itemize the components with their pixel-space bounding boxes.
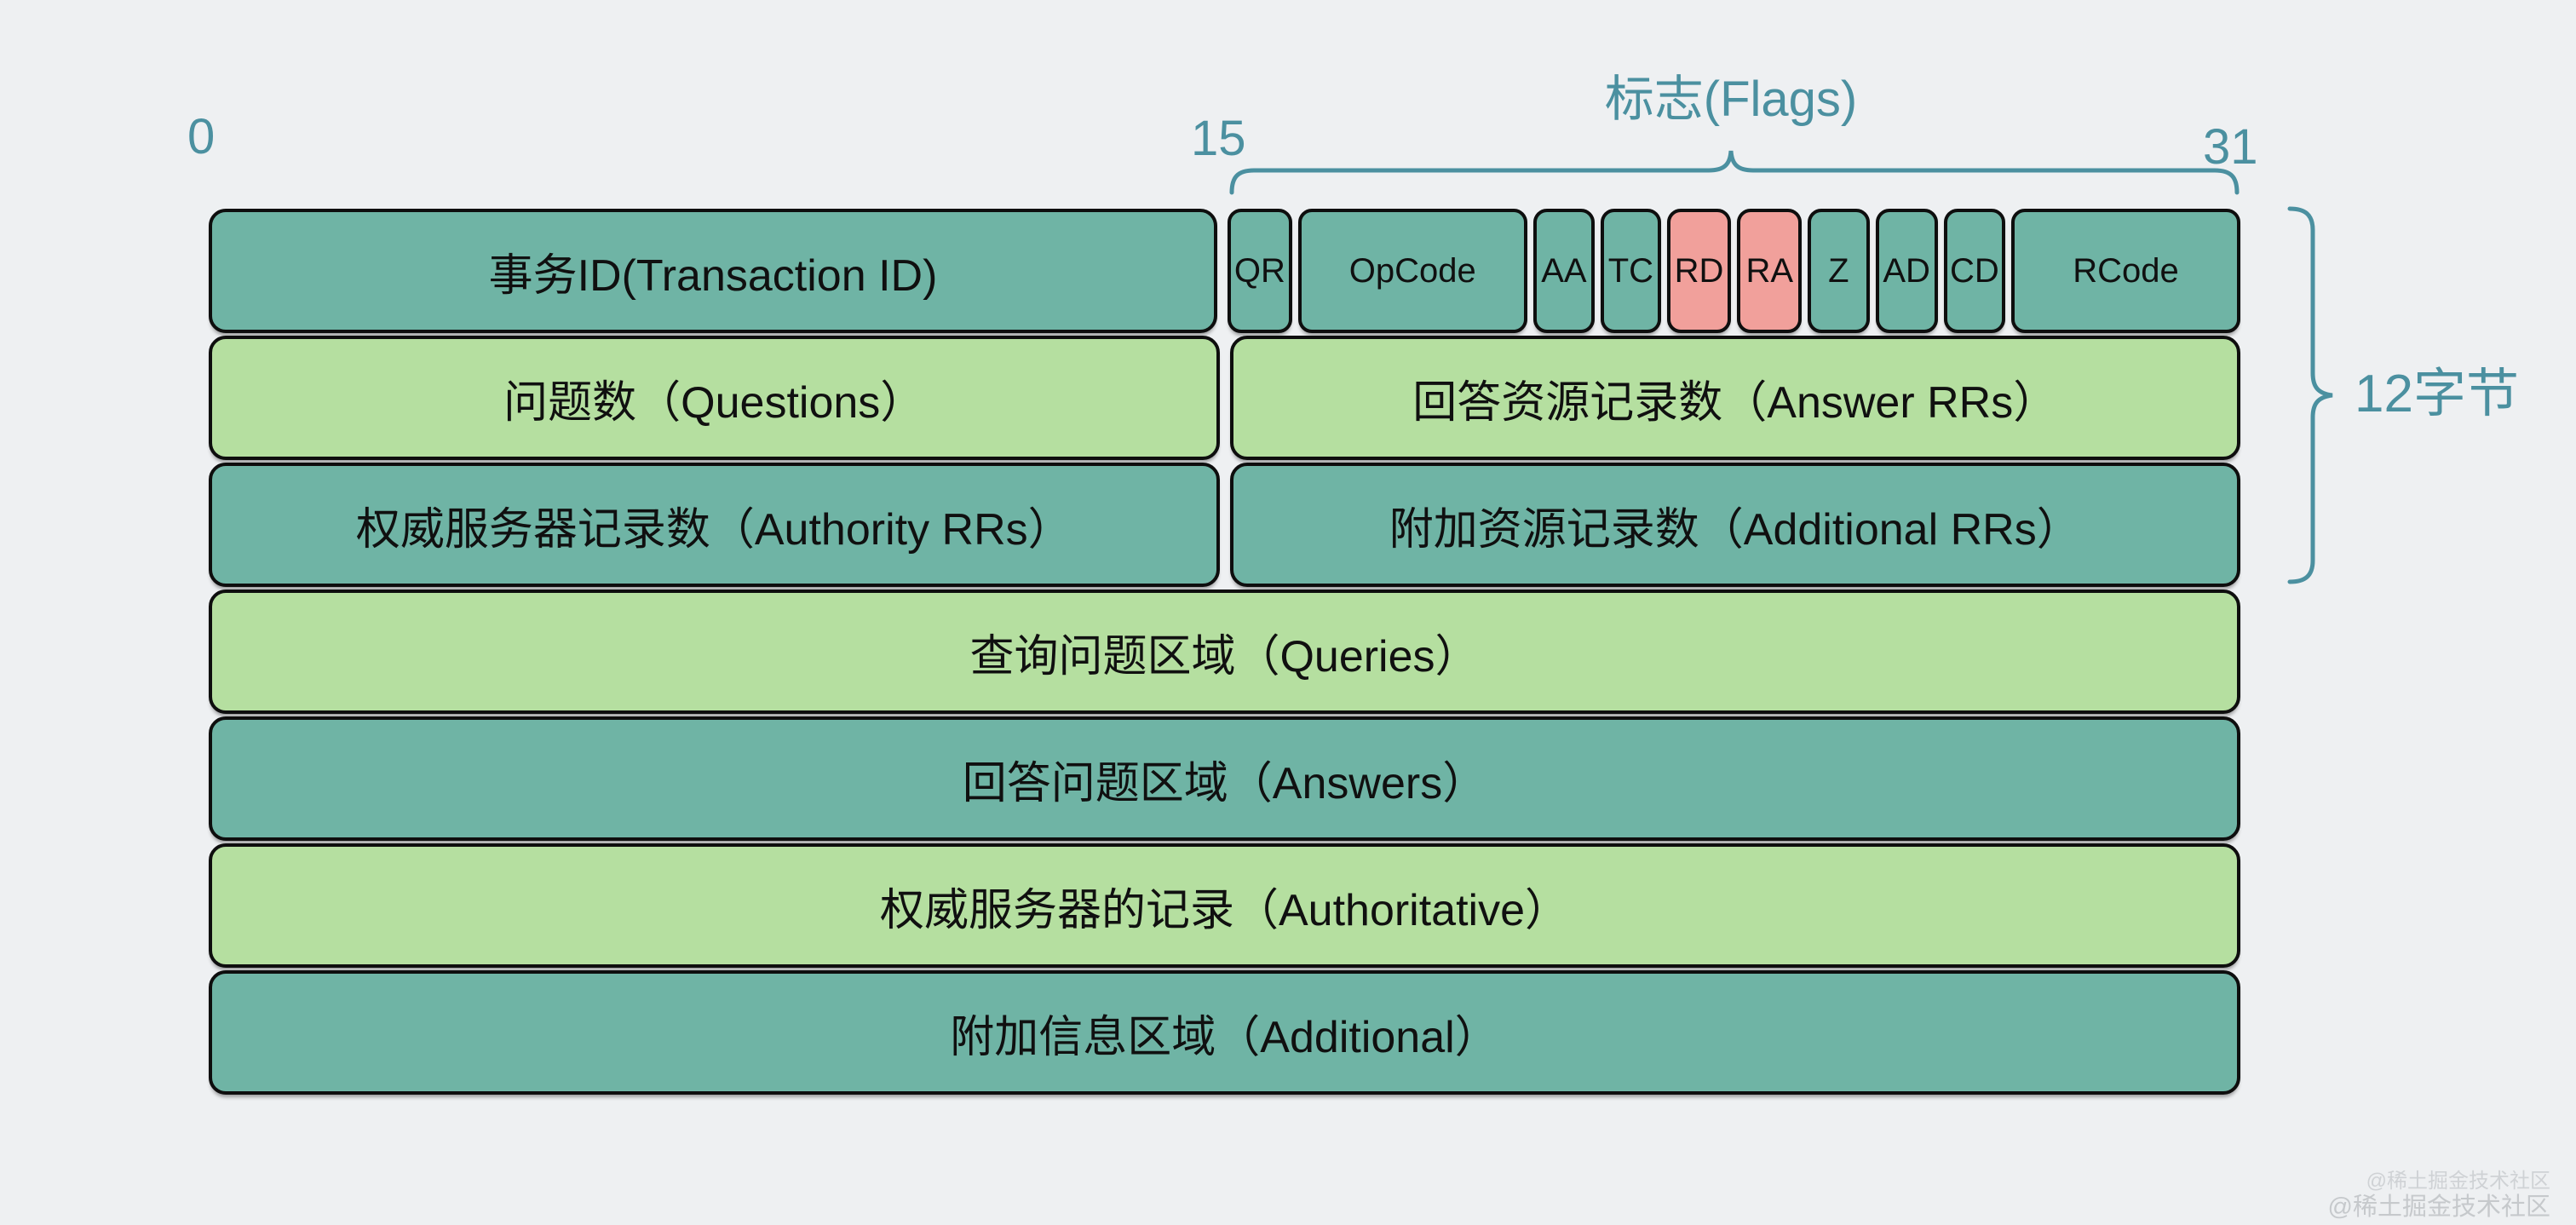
row-header-2: 问题数（Questions） 回答资源记录数（Answer RRs） — [209, 336, 2240, 460]
field-transaction-id: 事务ID(Transaction ID) — [209, 209, 1218, 333]
flag-qr: QR — [1228, 209, 1292, 333]
row-answers: 回答问题区域（Answers） — [209, 716, 2240, 841]
bit-label-0: 0 — [187, 109, 216, 164]
bit-label-31: 31 — [2203, 119, 2258, 175]
flag-aa: AA — [1532, 209, 1596, 333]
flag-label: RCode — [2073, 251, 2179, 290]
dns-structure-table: 事务ID(Transaction ID) QR OpCode AA TC RD … — [209, 209, 2240, 1095]
flag-label: RA — [1745, 251, 1794, 290]
flag-label: TC — [1607, 251, 1654, 290]
row-header-3: 权威服务器记录数（Authority RRs） 附加资源记录数（Addition… — [209, 463, 2240, 587]
twelve-bytes-brace — [2287, 206, 2333, 584]
field-answers-section: 回答问题区域（Answers） — [209, 716, 2240, 841]
field-label: 回答资源记录数（Answer RRs） — [1412, 377, 2058, 428]
twelve-bytes-label: 12字节 — [2355, 365, 2519, 423]
field-label: 回答问题区域（Answers） — [962, 758, 1487, 808]
field-answer-rrs: 回答资源记录数（Answer RRs） — [1229, 336, 2240, 460]
row-queries: 查询问题区域（Queries） — [209, 589, 2240, 714]
flag-label: CD — [1950, 251, 1999, 290]
field-label: 附加信息区域（Additional） — [950, 1012, 1499, 1062]
row-header-1: 事务ID(Transaction ID) QR OpCode AA TC RD … — [209, 209, 2240, 333]
flag-label: OpCode — [1348, 251, 1476, 290]
watermark-line-1: @稀土掘金技术社区 — [2366, 1170, 2550, 1193]
field-questions: 问题数（Questions） — [209, 336, 1220, 460]
flag-ad: AD — [1875, 209, 1938, 333]
flag-z: Z — [1808, 209, 1870, 333]
flag-rcode: RCode — [2011, 209, 2240, 333]
flags-title: 标志(Flags) — [1604, 72, 1858, 127]
flag-label: Z — [1828, 251, 1849, 290]
flag-label: AD — [1883, 251, 1930, 290]
field-label: 权威服务器的记录（Authoritative） — [879, 885, 1570, 935]
row-additional: 附加信息区域（Additional） — [209, 970, 2240, 1095]
field-authoritative-section: 权威服务器的记录（Authoritative） — [209, 843, 2240, 968]
watermark-line-2: @稀土掘金技术社区 — [2327, 1193, 2550, 1221]
bit-label-15: 15 — [1191, 111, 1246, 166]
flag-tc: TC — [1601, 209, 1661, 333]
flag-label: QR — [1233, 251, 1285, 290]
flag-cd: CD — [1943, 209, 2006, 333]
flags-group: QR OpCode AA TC RD RA Z AD CD RCode — [1228, 209, 2240, 333]
field-label: 查询问题区域（Queries） — [969, 631, 1480, 682]
flag-rd: RD — [1666, 209, 1732, 333]
field-queries-section: 查询问题区域（Queries） — [209, 589, 2240, 714]
field-label: 问题数（Questions） — [503, 377, 925, 428]
row-authoritative: 权威服务器的记录（Authoritative） — [209, 843, 2240, 968]
watermark: @稀土掘金技术社区 @稀土掘金技术社区 — [2328, 1171, 2550, 1220]
flag-label: AA — [1541, 251, 1587, 290]
field-additional-section: 附加信息区域（Additional） — [209, 970, 2240, 1095]
field-additional-rrs: 附加资源记录数（Additional RRs） — [1229, 463, 2240, 587]
field-label: 附加资源记录数（Additional RRs） — [1389, 504, 2081, 555]
flags-top-brace — [1229, 150, 2240, 195]
flag-ra: RA — [1737, 209, 1803, 333]
flag-opcode: OpCode — [1297, 209, 1527, 333]
field-authority-rrs: 权威服务器记录数（Authority RRs） — [209, 463, 1220, 587]
field-label: 事务ID(Transaction ID) — [488, 250, 938, 301]
field-label: 权威服务器记录数（Authority RRs） — [355, 504, 1072, 555]
flag-label: RD — [1674, 251, 1724, 290]
